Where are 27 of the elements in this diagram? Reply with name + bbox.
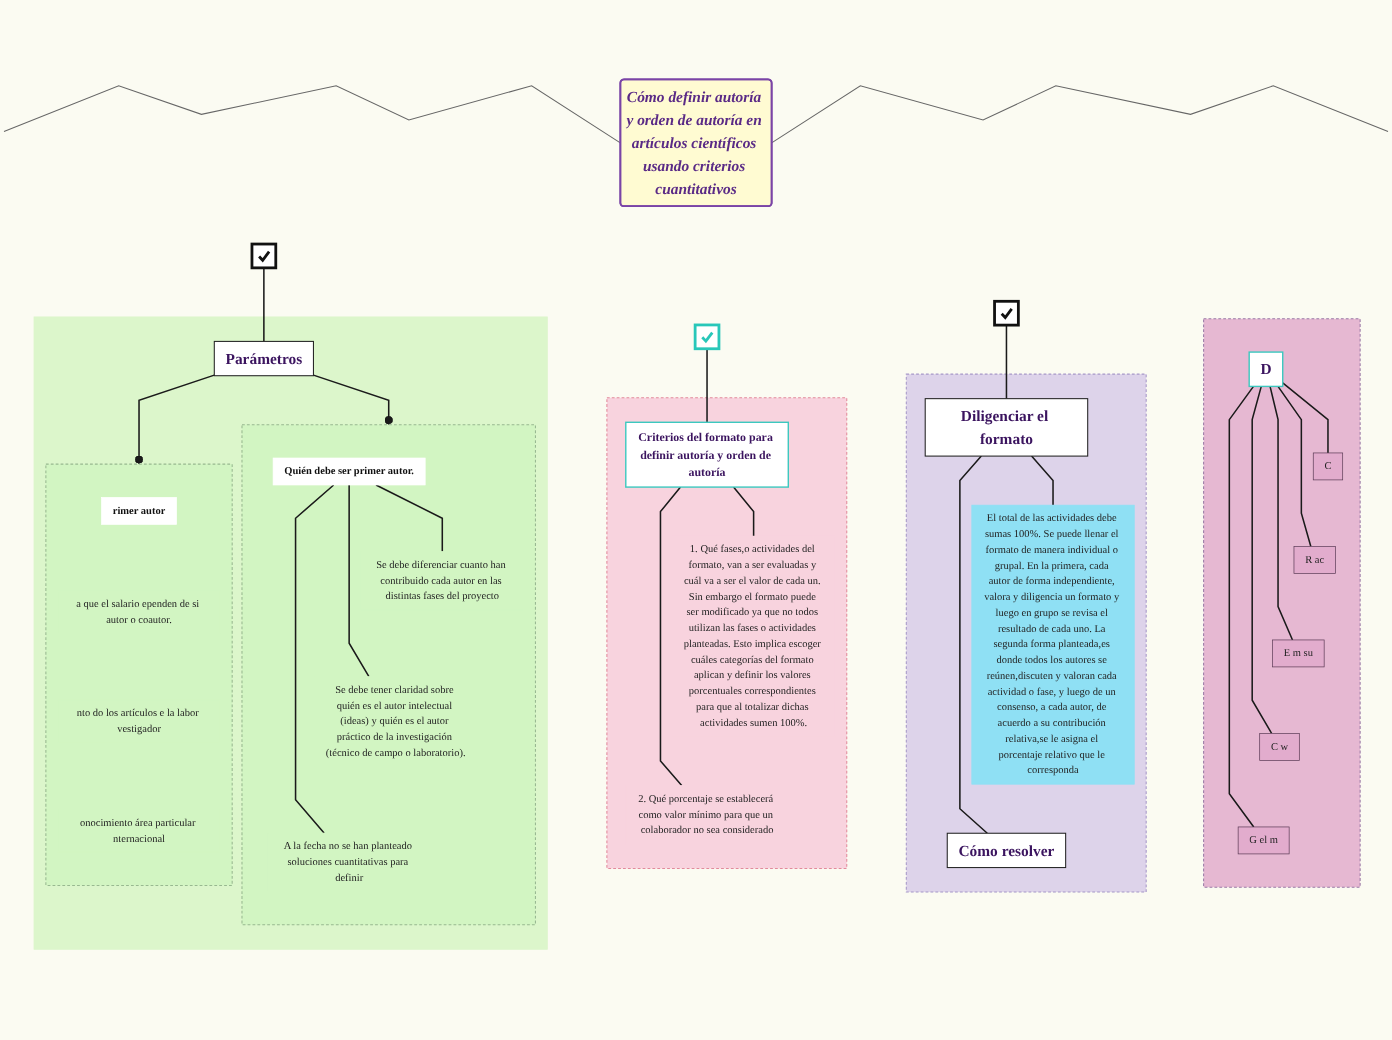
connector	[1269, 385, 1294, 641]
cluster	[606, 397, 848, 869]
cluster	[45, 463, 233, 886]
connector	[1005, 324, 1008, 400]
cluster	[905, 373, 1147, 893]
connector	[659, 486, 683, 787]
connector	[706, 348, 708, 424]
cluster	[241, 424, 536, 926]
node-box	[993, 299, 1020, 327]
node-box	[693, 323, 721, 351]
connector	[312, 374, 393, 426]
connector	[732, 486, 755, 537]
connector	[1277, 385, 1312, 548]
connector	[771, 85, 1389, 144]
connector	[134, 374, 216, 465]
connector	[375, 484, 444, 553]
connector	[348, 484, 370, 678]
connector	[1228, 385, 1255, 828]
node-box	[250, 242, 278, 270]
connector	[263, 267, 265, 343]
cluster	[1203, 318, 1361, 888]
connector	[3, 85, 621, 144]
connector	[1030, 455, 1054, 506]
connector	[1281, 382, 1329, 454]
connector	[294, 484, 335, 834]
connector	[1251, 385, 1273, 735]
connector	[959, 455, 989, 834]
